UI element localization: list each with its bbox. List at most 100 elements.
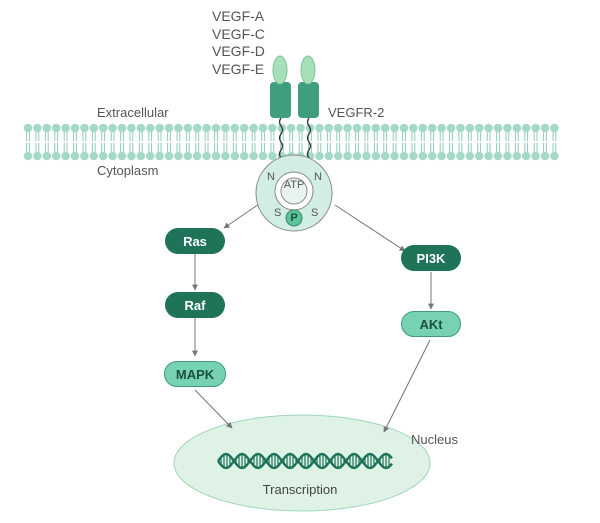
lipid-head-inner <box>174 151 183 161</box>
lipid-head-inner <box>324 151 334 161</box>
lipid-head-outer <box>540 123 550 133</box>
lipid-head-outer <box>399 123 409 133</box>
lipid-head-outer <box>333 123 343 133</box>
lipid-head-outer <box>230 123 240 133</box>
node-pi3k: PI3K <box>401 245 461 271</box>
lipid-head-outer <box>202 123 211 133</box>
lipid-head-outer <box>211 123 221 133</box>
lipid-head-outer <box>418 123 428 133</box>
lipid-head-outer <box>465 123 475 133</box>
lipid-head-inner <box>211 151 221 161</box>
lipid-head-outer <box>409 123 418 133</box>
lipid-head-outer <box>155 123 164 133</box>
lipid-head-outer <box>23 123 33 133</box>
lipid-head-outer <box>108 123 117 133</box>
n-terminal-left: N <box>267 171 275 183</box>
lipid-head-inner <box>550 151 559 161</box>
lipid-head-inner <box>108 151 117 161</box>
lipid-head-inner <box>493 151 503 161</box>
lipid-head-outer <box>296 123 305 133</box>
lipid-head-outer <box>136 123 146 133</box>
node-ras: Ras <box>165 228 225 254</box>
lipid-head-outer <box>145 123 155 133</box>
lipid-head-inner <box>437 151 446 161</box>
node-mapk: MAPK <box>164 361 226 387</box>
atp-label: ATP <box>283 179 305 191</box>
cytoplasm-label: Cytoplasm <box>97 163 159 178</box>
lipid-head-inner <box>352 151 362 161</box>
dna-strand-a <box>217 452 393 470</box>
lipid-head-outer <box>521 123 531 133</box>
lipid-head-outer <box>164 123 174 133</box>
ligand-left <box>272 55 288 85</box>
lipid-head-inner <box>239 151 249 161</box>
ligand-label-vegf-a: VEGF-A <box>212 8 265 24</box>
lipid-head-inner <box>42 151 52 161</box>
lipid-head-outer <box>446 123 456 133</box>
lipid-head-inner <box>315 151 324 161</box>
lipid-head-outer <box>362 123 371 133</box>
lipid-head-outer <box>352 123 362 133</box>
lipid-head-inner <box>446 151 456 161</box>
lipid-head-outer <box>324 123 334 133</box>
lipid-head-inner <box>521 151 531 161</box>
lipid-head-outer <box>286 123 296 133</box>
arrow-akt-to-nucleus <box>383 339 431 433</box>
lipid-head-inner <box>268 151 277 161</box>
lipid-head-inner <box>258 151 268 161</box>
dna-strand-b <box>217 452 393 470</box>
ligand-label-vegf-e: VEGF-E <box>212 60 265 77</box>
receptor-domain-right <box>298 82 319 118</box>
lipid-head-inner <box>136 151 146 161</box>
lipid-head-outer <box>268 123 277 133</box>
lipid-head-inner <box>89 151 99 161</box>
disulfide-right: S <box>311 207 319 219</box>
extracellular-label: Extracellular <box>97 105 169 120</box>
receptor-domain-left <box>270 82 291 118</box>
lipid-head-outer <box>371 123 381 133</box>
lipid-head-outer <box>493 123 503 133</box>
lipid-head-inner <box>51 151 61 161</box>
lipid-head-outer <box>174 123 183 133</box>
lipid-head-inner <box>33 151 42 161</box>
arrow-mapk-to-nucleus <box>194 389 233 429</box>
lipid-head-inner <box>202 151 211 161</box>
dna-helix <box>217 452 393 470</box>
receptor-label: VEGFR-2 <box>328 105 385 120</box>
lipid-head-inner <box>333 151 343 161</box>
lipid-head-outer <box>315 123 324 133</box>
lipid-head-outer <box>456 123 465 133</box>
lipid-head-inner <box>249 151 258 161</box>
transcription-label: Transcription <box>262 482 338 497</box>
lipid-head-inner <box>70 151 80 161</box>
lipid-head-inner <box>343 151 352 161</box>
lipid-head-outer <box>437 123 446 133</box>
lipid-head-inner <box>192 151 202 161</box>
lipid-head-outer <box>183 123 193 133</box>
node-raf: Raf <box>165 292 225 318</box>
lipid-head-outer <box>117 123 127 133</box>
lipid-head-outer <box>127 123 136 133</box>
lipid-head-inner <box>409 151 418 161</box>
lipid-head-outer <box>221 123 230 133</box>
lipid-head-outer <box>503 123 512 133</box>
ligand-label-vegf-c: VEGF-C <box>212 25 265 42</box>
lipid-head-inner <box>117 151 127 161</box>
lipid-head-outer <box>258 123 268 133</box>
ligand-list: VEGF-A VEGF-C VEGF-D VEGF-E <box>212 8 265 78</box>
lipid-head-outer <box>380 123 390 133</box>
lipid-head-outer <box>61 123 70 133</box>
lipid-head-inner <box>23 151 33 161</box>
lipid-head-inner <box>390 151 399 161</box>
lipid-head-inner <box>484 151 493 161</box>
lipid-head-outer <box>550 123 559 133</box>
lipid-head-outer <box>192 123 202 133</box>
lipid-head-inner <box>155 151 164 161</box>
atp-core <box>280 177 308 205</box>
lipid-head-inner <box>145 151 155 161</box>
arrow-receptor-to-pi3k <box>334 204 406 252</box>
lipid-head-outer <box>390 123 399 133</box>
n-terminal-right: N <box>314 171 322 183</box>
lipid-head-inner <box>503 151 512 161</box>
